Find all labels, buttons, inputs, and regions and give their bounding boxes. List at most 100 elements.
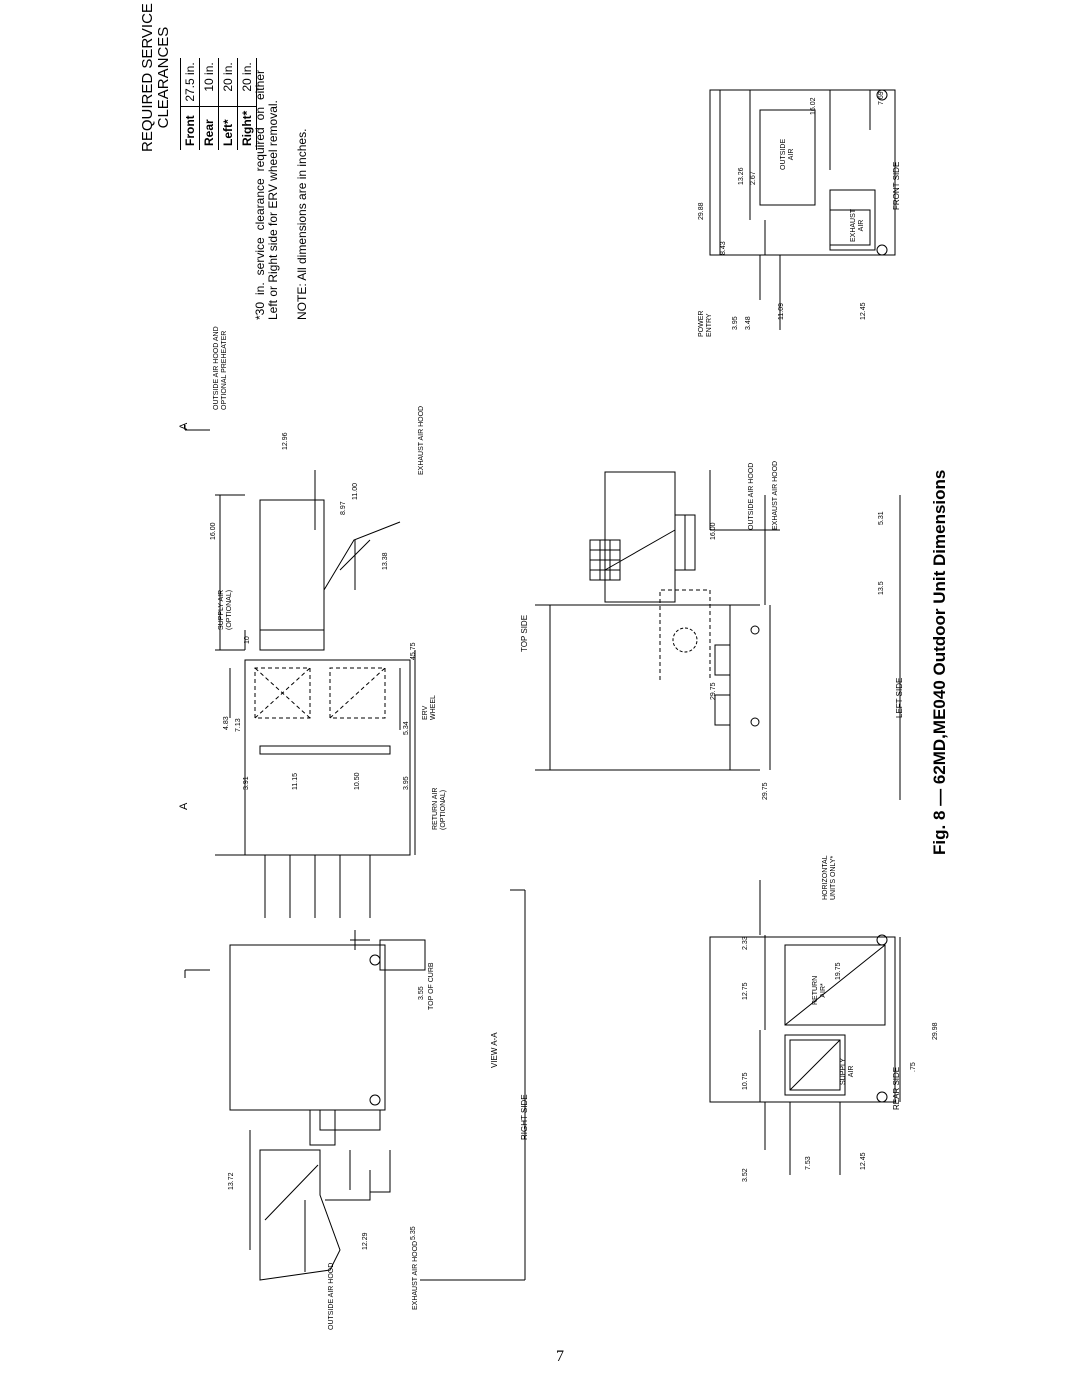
dim-front-7-69: 7.69 [878,91,885,105]
clearance-row: Front 27.5 in. [180,58,200,150]
dim-rear-12-45: 12.45 [860,1152,867,1170]
dim-top-13-38: 13.38 [382,552,389,570]
front-exhaust-air-label: EXHAUST AIR [850,209,866,242]
clearance-row: Left*20 in. [218,58,238,150]
dim-left-16-00: 16.00 [710,522,717,540]
dim-front-3-48: 3.48 [745,316,752,330]
callout-line: SUPPLY [840,1057,847,1085]
section-a-right: A [178,422,190,430]
dim-right-3-55: 3.55 [418,986,425,1000]
dim-left-5-31: 5.31 [878,511,885,525]
dim-front-12-45: 12.45 [860,302,867,320]
dim-top-7-13: 7.13 [235,718,242,732]
clearance-label: Front [180,106,200,150]
left-side-label: LEFT SIDE [895,677,904,718]
front-side-drawing [710,90,895,330]
dim-left-13-5: 13.5 [878,581,885,595]
front-outside-air-label: OUTSIDE AIR [780,139,796,170]
dim-rear-75: .75 [910,1062,917,1072]
dim-right-12-29: 12.29 [362,1232,369,1250]
dim-top-12-96: 12.96 [282,432,289,450]
dimension-drawings [70,70,970,1330]
callout-line: EXHAUST [850,208,857,242]
power-entry-callout: POWER ENTRY [698,311,714,337]
dim-top-4-83: 4.83 [223,716,230,730]
dim-front-2-67: 2.67 [750,171,757,185]
right-unit-body [230,945,385,1110]
dimensions-note: NOTE: All dimensions are in inches. [295,128,309,320]
callout-line: POWER [698,310,705,337]
top-side-drawing [185,425,415,978]
callout-line: OUTSIDE AIR HOOD AND [213,326,220,410]
horizontal-units-callout: HORIZONTAL UNITS ONLY* [822,855,838,900]
erv-wheel-callout: ERV WHEEL [422,695,438,720]
right-side-label: RIGHT SIDE [520,1094,529,1140]
dim-front-16-02: 16.02 [810,97,817,115]
dim-rear-19-75: 19.75 [835,962,842,980]
dim-rear-10-75: 10.75 [742,1072,749,1090]
service-clearances-title: REQUIRED SERVICE CLEARANCES [139,3,172,152]
view-aa-label: VIEW A-A [490,1032,499,1068]
rear-return-opening [785,945,885,1025]
dim-front-13-26: 13.26 [738,167,745,185]
dim-top-45-75: 45.75 [410,642,417,660]
rotated-figure-sheet: REQUIRED SERVICE CLEARANCES Front 27.5 in… [70,3,970,1330]
top-exhaust-air-hood-callout: EXHAUST AIR HOOD [418,405,425,475]
dim-front-8-43: 8.43 [720,241,727,255]
dim-left-29-75-b: 29.75 [762,782,769,800]
dim-front-3-95: 3.95 [732,316,739,330]
dim-right-13-72: 13.72 [228,1172,235,1190]
dim-top-3-95: 3.95 [403,776,410,790]
callout-line: UNITS ONLY* [830,855,837,900]
front-outside-air-opening [760,110,815,205]
dim-front-29-88: 29.88 [698,202,705,220]
dim-front-11-09: 11.09 [778,303,785,320]
service-clearances-title-line2: CLEARANCES [155,26,172,129]
clearance-value: 27.5 in. [183,62,197,102]
front-unit-body [710,90,895,255]
callout-line: AIR [858,219,865,232]
dim-rear-3-52: 3.52 [742,1168,749,1182]
callout-line: AIR [788,148,795,161]
clearance-label: Rear [199,106,219,150]
callout-line: (OPTIONAL) [440,789,447,830]
left-unit-body [550,605,730,770]
dim-rear-2-33: 2.33 [742,936,749,950]
dim-top-16-00: 16.00 [210,522,217,540]
callout-line: WHEEL [430,695,437,720]
callout-line: SUPPLY AIR [218,589,225,630]
dim-top-8-97: 8.97 [340,501,347,515]
dim-rear-7-53: 7.53 [805,1156,812,1170]
clearance-label: Left* [218,106,238,150]
service-clearance-footnote: *30 in. service clearance required on ei… [253,70,280,320]
right-exhaust-air-hood-callout: EXHAUST AIR HOOD [412,1240,419,1310]
right-outside-air-hood-callout: OUTSIDE AIR HOOD [328,1262,335,1330]
rear-unit-body [710,937,895,1102]
callout-line: OPTIONAL PREHEATER [221,330,228,410]
callout-line: ENTRY [706,313,713,337]
service-clearances-title-line1: REQUIRED SERVICE [139,3,156,152]
callout-line: AIR* [820,983,827,998]
outside-air-hood-preheater-callout: OUTSIDE AIR HOOD AND OPTIONAL PREHEATER [213,326,229,410]
callout-line: (OPTIONAL) [226,589,233,630]
left-outside-air-hood [605,472,675,602]
callout-line: ERV [422,705,429,720]
dim-rear-29-98: 29.98 [932,1022,939,1040]
callout-line: AIR [848,1065,855,1078]
right-outside-air-hood [260,1150,340,1280]
figure-title: Fig. 8 — 62MD,ME040 Outdoor Unit Dimensi… [930,469,949,855]
callout-line: OUTSIDE [780,138,787,170]
dim-top-11-15: 11.15 [292,773,299,790]
right-side-drawing [230,890,525,1280]
supply-air-optional-callout: SUPPLY AIR (OPTIONAL) [218,590,234,630]
dim-top-10: 10 [244,636,251,644]
left-outside-air-hood-callout: OUTSIDE AIR HOOD [748,462,755,530]
rear-supply-air-label: SUPPLY AIR [840,1058,856,1085]
rear-supply-opening [785,1035,845,1095]
top-side-label: TOP SIDE [520,614,529,652]
callout-line: RETURN AIR [432,787,439,830]
top-of-curb-callout: TOP OF CURB [428,962,435,1010]
rear-return-air-label: RETURN AIR* [812,976,828,1005]
